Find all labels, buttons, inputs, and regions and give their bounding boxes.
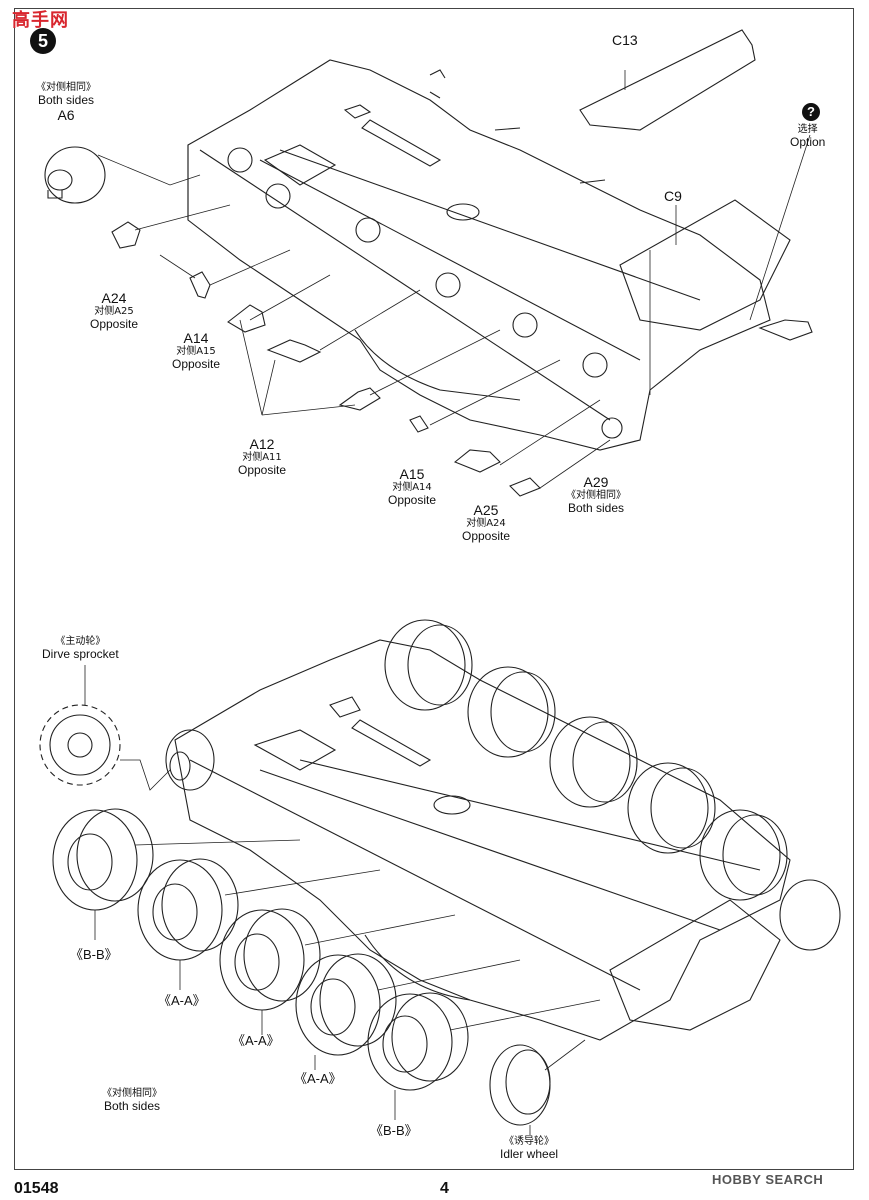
part-a6-drawing: [44, 146, 106, 204]
label-drive-sprocket: 《主动轮》 Dirve sprocket: [42, 636, 119, 661]
label-a29: A29 《对侧相同》 Both sides: [566, 474, 626, 515]
label-a24: A24 对侧A25 Opposite: [90, 290, 139, 331]
page-frame: [14, 8, 854, 1170]
label-a6: 《对侧相同》 Both sides A6: [36, 82, 96, 124]
label-wheel-2: 《A-A》: [158, 993, 206, 1008]
road-wheels-drawing: [52, 619, 788, 1091]
hull-bottom-drawing: [174, 639, 791, 1041]
label-idler-wheel: 《诱导轮》 Idler wheel: [500, 1136, 559, 1161]
hub-drawing: [165, 729, 215, 791]
label-a12: A12 对侧A11 Opposite: [238, 436, 287, 477]
leader-lines-top: [97, 70, 811, 489]
leader-lines-bottom: [84, 665, 601, 1135]
label-wheel-3: 《A-A》: [232, 1033, 280, 1048]
step-number-badge: 5: [30, 28, 56, 54]
product-code: 01548: [14, 1180, 59, 1197]
site-logo: 高手网: [12, 10, 69, 31]
sprocket-drawing: [39, 704, 121, 786]
label-c13: C13: [612, 32, 638, 48]
page-number: 4: [440, 1180, 449, 1197]
label-a15: A15 对侧A14 Opposite: [388, 466, 437, 507]
label-both-sides-bottom: 《对侧相同》 Both sides: [102, 1088, 162, 1113]
hull-top-drawing: [187, 59, 791, 451]
label-wheel-4: 《A-A》: [294, 1071, 342, 1086]
label-a14: A14 对侧A15 Opposite: [172, 330, 221, 371]
suspension-parts-drawing: [111, 221, 813, 497]
part-c13-drawing: [579, 29, 756, 131]
label-option: 选择 Option: [790, 124, 826, 149]
label-a25: A25 对侧A24 Opposite: [462, 502, 511, 543]
label-wheel-5: 《B-B》: [370, 1123, 418, 1138]
label-c9: C9: [664, 188, 682, 204]
hobby-search-watermark: HOBBY SEARCH: [712, 1172, 824, 1187]
option-question-icon: ?: [802, 103, 820, 121]
label-wheel-1: 《B-B》: [70, 947, 118, 962]
idler-drawing: [489, 879, 841, 1126]
